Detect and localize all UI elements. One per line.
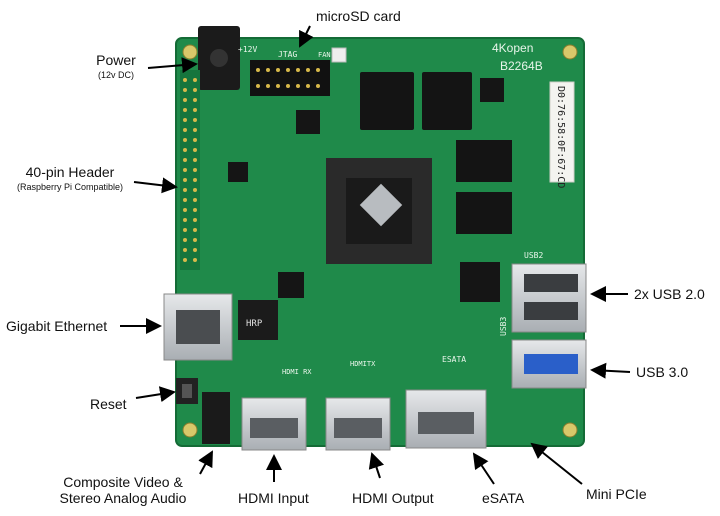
label-usb2: 2x USB 2.0 [634, 286, 705, 302]
ethernet-magnetics [238, 300, 278, 340]
arrow-usb3 [590, 362, 631, 379]
av-jack [202, 392, 230, 444]
gpio-header [180, 70, 200, 270]
jtag-header [250, 60, 330, 96]
small-chip [460, 262, 500, 302]
silk-usb3: USB3 [499, 317, 508, 336]
label-composite-line1: Composite Video & [63, 474, 183, 490]
arrow-microsd [299, 25, 314, 48]
label-microsd: microSD card [316, 8, 401, 24]
arrow-minipcie [530, 442, 583, 485]
label-header-main: 40-pin Header [25, 164, 115, 180]
arrow-header [133, 177, 178, 194]
label-hdmi-out: HDMI Output [352, 490, 434, 506]
label-composite-line2: Stereo Analog Audio [59, 490, 187, 506]
ram-chips [360, 72, 512, 234]
arrow-hdmi-out [368, 452, 385, 479]
arrow-power [147, 57, 198, 74]
label-reset: Reset [90, 396, 127, 412]
reset-button [176, 378, 198, 404]
silk-usb2: USB2 [524, 251, 543, 260]
label-header: 40-pin Header (Raspberry Pi Compatible) [8, 164, 132, 192]
power-jack [198, 26, 240, 90]
silk-fan: FAN [318, 51, 331, 59]
hdmi-in-port [241, 397, 307, 451]
silk-hdmirx: HDMI RX [282, 368, 312, 376]
small-chip [228, 162, 248, 182]
label-power-sub: (12v DC) [97, 70, 134, 80]
label-minipcie: Mini PCIe [586, 486, 647, 502]
silk-jtag: JTAG [278, 50, 297, 59]
board-model: B2264B [500, 59, 543, 73]
ethernet-jack [163, 293, 233, 361]
arrow-composite [198, 450, 213, 475]
silk-12v: +12V [238, 45, 257, 54]
usb3-port [511, 339, 587, 389]
small-chip [296, 110, 320, 134]
silk-esata: ESATA [442, 355, 466, 364]
small-chip [278, 272, 304, 298]
board-brand: 4Kopen [492, 41, 533, 55]
fan-connector [331, 47, 347, 63]
esata-port [405, 389, 487, 449]
arrow-reset [135, 386, 176, 403]
callout-arrows [120, 25, 631, 485]
usb2-ports [511, 263, 587, 333]
mac-address: D0:76:58:0F:67:CD [555, 86, 566, 188]
label-header-sub: (Raspberry Pi Compatible) [16, 182, 124, 192]
label-ethernet: Gigabit Ethernet [6, 318, 108, 334]
label-composite: Composite Video & Stereo Analog Audio [48, 474, 198, 506]
eth-chip-text: HRP [246, 319, 263, 329]
silk-hdmitx: HDMITX [350, 360, 376, 368]
label-hdmi-in: HDMI Input [238, 490, 309, 506]
label-esata: eSATA [482, 490, 525, 506]
small-chip [480, 78, 504, 102]
hdmi-out-port [325, 397, 391, 451]
arrow-esata [472, 452, 495, 485]
soc-chip [326, 158, 432, 264]
label-power: Power (12v DC) [84, 52, 148, 80]
mac-sticker [549, 81, 575, 183]
label-usb3: USB 3.0 [636, 364, 689, 380]
label-power-main: Power [96, 52, 136, 68]
